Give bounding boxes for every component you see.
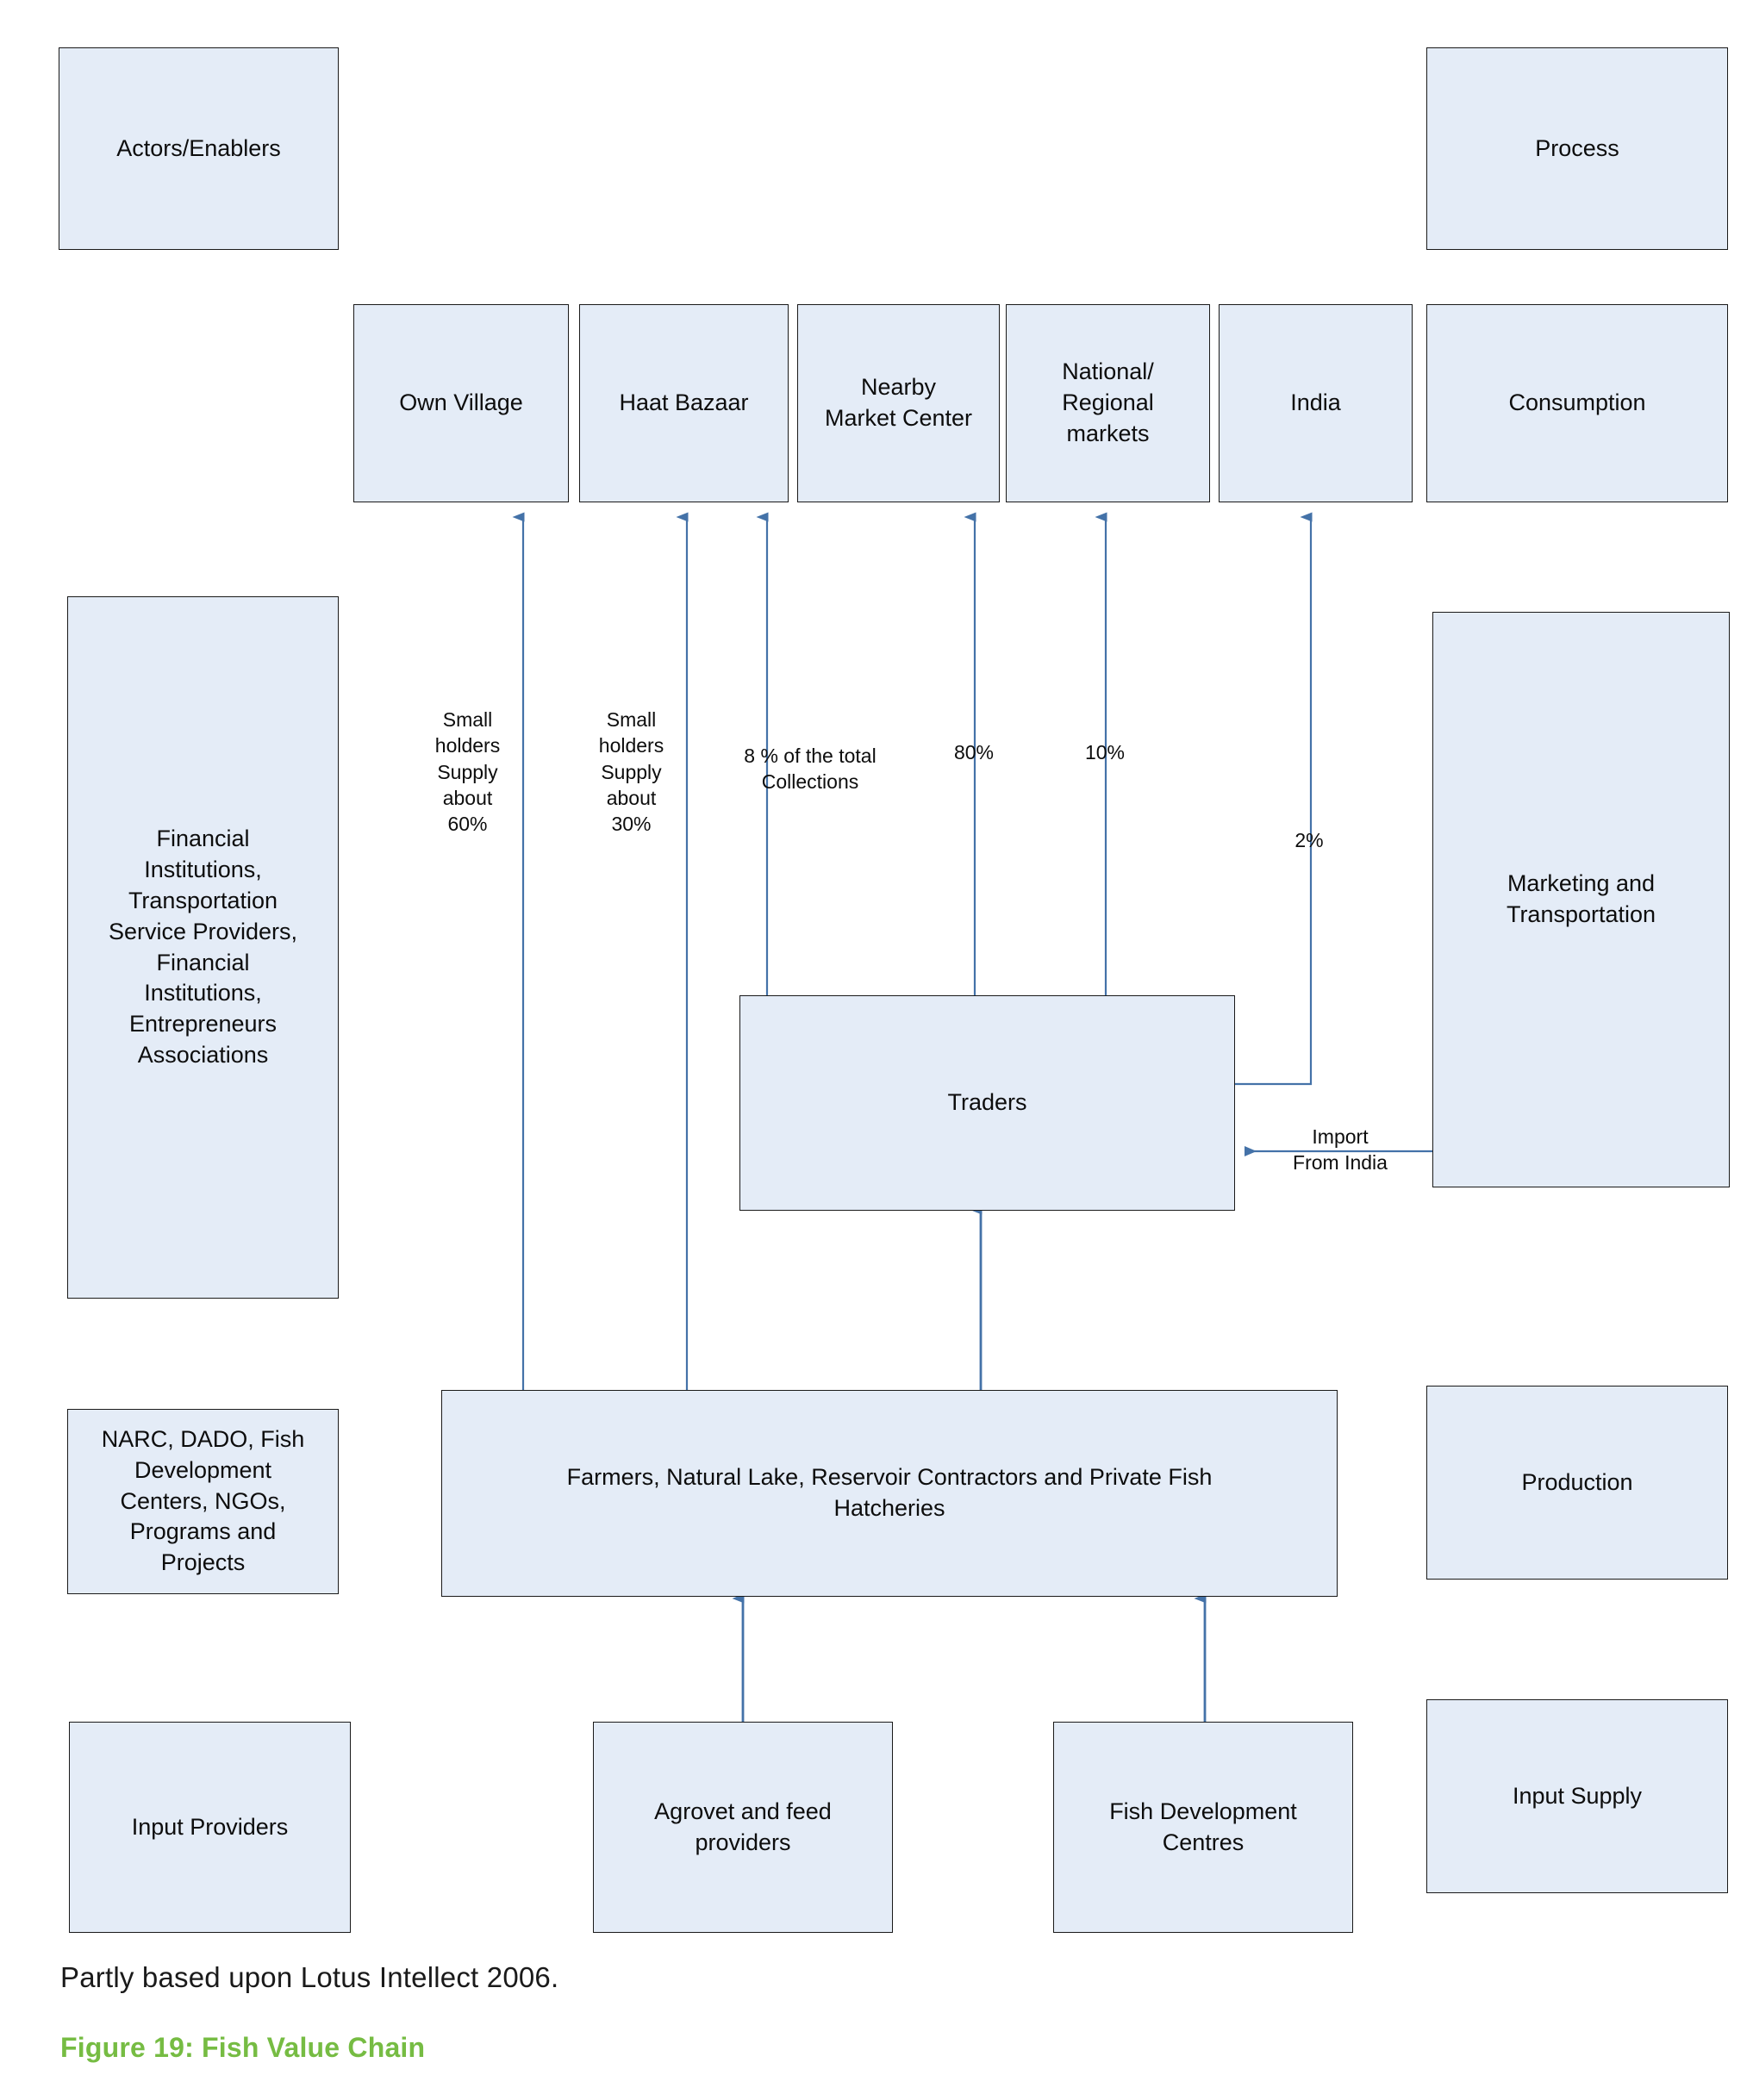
node-agrovet-feed-providers[interactable]: Agrovet and feed providers bbox=[593, 1722, 893, 1933]
node-financial-institutions[interactable]: Financial Institutions, Transportation S… bbox=[67, 596, 339, 1299]
edge-label-import-from-india: Import From India bbox=[1293, 1125, 1388, 1175]
node-process[interactable]: Process bbox=[1426, 47, 1728, 250]
node-consumption[interactable]: Consumption bbox=[1426, 304, 1728, 502]
node-actors-enablers[interactable]: Actors/Enablers bbox=[59, 47, 339, 250]
node-marketing-transportation[interactable]: Marketing and Transportation bbox=[1432, 612, 1730, 1187]
edge-label-smallholders-60: Small holders Supply about 60% bbox=[434, 708, 501, 836]
node-production[interactable]: Production bbox=[1426, 1386, 1728, 1580]
node-own-village[interactable]: Own Village bbox=[353, 304, 569, 502]
edge-label-pct-80: 80% bbox=[953, 741, 995, 763]
node-india[interactable]: India bbox=[1219, 304, 1413, 502]
edge-label-smallholders-30: Small holders Supply about 30% bbox=[598, 708, 664, 836]
edge-traders-india bbox=[1234, 512, 1313, 1086]
node-haat-bazaar[interactable]: Haat Bazaar bbox=[579, 304, 789, 502]
figure-caption: Figure 19: Fish Value Chain bbox=[60, 2032, 426, 2063]
node-fish-development-centres[interactable]: Fish Development Centres bbox=[1053, 1722, 1353, 1933]
node-narc-dado[interactable]: NARC, DADO, Fish Development Centers, NG… bbox=[67, 1409, 339, 1594]
node-input-supply[interactable]: Input Supply bbox=[1426, 1699, 1728, 1893]
edge-label-pct-10: 10% bbox=[1084, 741, 1126, 763]
node-traders[interactable]: Traders bbox=[739, 995, 1235, 1211]
node-input-providers[interactable]: Input Providers bbox=[69, 1722, 351, 1933]
edge-label-collections-8: 8 % of the total Collections bbox=[744, 745, 876, 794]
edge-label-pct-2: 2% bbox=[1294, 829, 1324, 851]
node-nearby-market-center[interactable]: Nearby Market Center bbox=[797, 304, 1000, 502]
node-farmers[interactable]: Farmers, Natural Lake, Reservoir Contrac… bbox=[441, 1390, 1338, 1597]
figure-source-note: Partly based upon Lotus Intellect 2006. bbox=[60, 1961, 559, 1993]
node-national-regional-markets[interactable]: National/ Regional markets bbox=[1006, 304, 1210, 502]
